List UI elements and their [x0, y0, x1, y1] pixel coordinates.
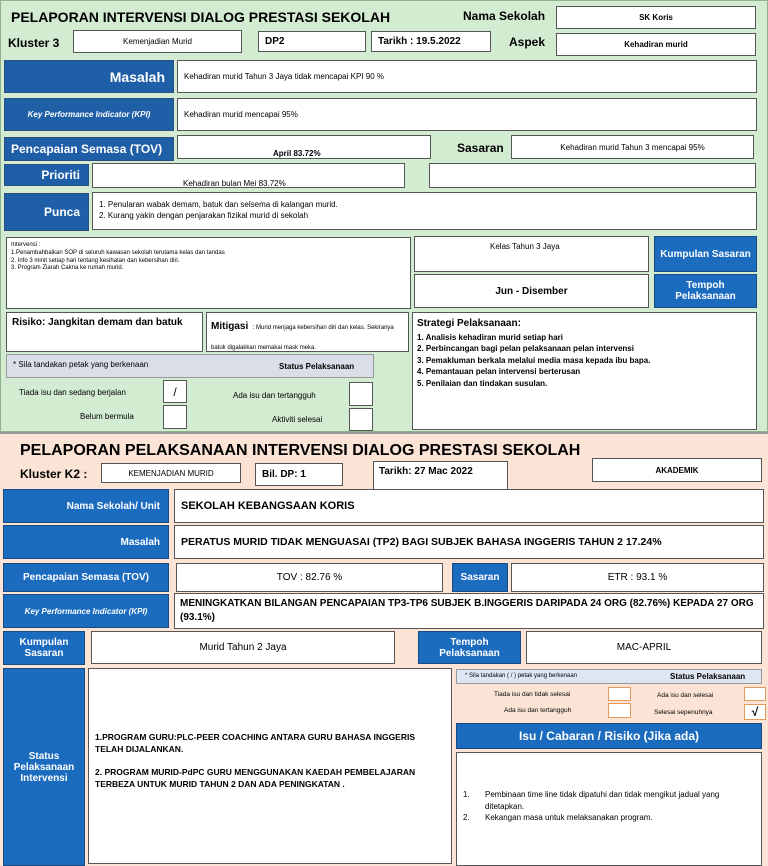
- strategy-field[interactable]: Strategi Pelaksanaan: 1. Analisis kehadi…: [412, 312, 757, 430]
- form2-kpi-field[interactable]: MENINGKATKAN BILANGAN PENCAPAIAN TP3-TP6…: [174, 593, 764, 629]
- cause-label: Punca: [4, 193, 89, 231]
- form2-status-item: 1.PROGRAM GURU:PLC-PEER COACHING ANTARA …: [95, 732, 416, 755]
- option-no-issue-checkbox[interactable]: /: [163, 380, 187, 403]
- option-completed-label: Aktiviti selesai: [272, 415, 323, 424]
- priority-extra-field[interactable]: [429, 163, 756, 188]
- mitigation-field[interactable]: Mitigasi : Murid menjaga kebersihan diri…: [206, 312, 409, 352]
- school-name-label: Nama Sekolah: [463, 9, 546, 23]
- form-title: PELAPORAN INTERVENSI DIALOG PRESTASI SEK…: [11, 9, 391, 25]
- status-label: Status Pelaksanaan: [279, 362, 355, 371]
- intervention-field[interactable]: Intervensi : 1.Penambahbaikan SOP di sel…: [6, 237, 411, 309]
- date-field[interactable]: Tarikh : 19.5.2022: [371, 31, 491, 52]
- form2-option-resolved-checkbox[interactable]: [744, 687, 766, 701]
- implementation-form-panel: PELAPORAN PELAKSANAAN INTERVENSI DIALOG …: [0, 432, 768, 866]
- target-field[interactable]: Kehadiran murid Tahun 3 mencapai 95%: [511, 135, 754, 159]
- target-group-field[interactable]: Kelas Tahun 3 Jaya: [414, 236, 649, 272]
- form2-option-no-issue-checkbox[interactable]: [608, 687, 631, 701]
- target-group-label: Kumpulan Sasaran: [654, 236, 757, 272]
- dp-field[interactable]: DP2: [258, 31, 366, 52]
- form2-date-value: Tarikh: 27 Mac 2022: [379, 466, 473, 477]
- option-no-issue-label: Tiada isu dan sedang berjalan: [19, 388, 126, 397]
- tov-label: Pencapaian Semasa (TOV): [4, 137, 174, 161]
- cause-item: 1. Penularan wabak demam, batuk dan sels…: [99, 200, 338, 209]
- form2-option-complete-checkbox[interactable]: √: [744, 704, 766, 720]
- kpi-field[interactable]: Kehadiran murid mencapai 95%: [177, 98, 757, 131]
- option-issue-delayed-checkbox[interactable]: [349, 382, 373, 406]
- form2-option-resolved-label: Ada isu dan selesai: [657, 692, 714, 699]
- form2-dp-field[interactable]: Bil. DP: 1: [255, 463, 343, 486]
- strategy-item: 4. Pemantauan pelan intervensi berterusa…: [417, 367, 581, 377]
- problem-label: Masalah: [4, 60, 174, 93]
- priority-value: Kehadiran bulan Mei 83.72%: [183, 179, 286, 188]
- option-not-started-checkbox[interactable]: [163, 405, 187, 429]
- cause-item: 2. Kurang yakin dengan penjarakan fizika…: [99, 211, 309, 221]
- form2-school-field[interactable]: SEKOLAH KEBANGSAAN KORIS: [174, 489, 764, 523]
- target-label: Sasaran: [457, 141, 504, 155]
- form2-option-delayed-label: Ada isu dan tertangguh: [504, 707, 572, 714]
- strategy-item: 2. Perbincangan bagi pelan pelaksanaan p…: [417, 344, 634, 354]
- form2-problem-field[interactable]: PERATUS MURID TIDAK MENGUASAI (TP2) BAGI…: [174, 525, 764, 559]
- option-not-started-label: Belum bermula: [80, 412, 134, 421]
- form2-issue-field[interactable]: 1. Pembinaan time line tidak dipatuhi da…: [456, 752, 762, 866]
- form2-title: PELAPORAN PELAKSANAAN INTERVENSI DIALOG …: [20, 442, 581, 459]
- target-group-value: Kelas Tahun 3 Jaya: [490, 242, 560, 251]
- form2-tov-field[interactable]: TOV : 82.76 %: [176, 563, 443, 592]
- intervention-form-panel: PELAPORAN INTERVENSI DIALOG PRESTASI SEK…: [0, 0, 768, 432]
- form2-target-group-field[interactable]: Murid Tahun 2 Jaya: [91, 631, 395, 664]
- period-field[interactable]: Jun - Disember: [414, 274, 649, 308]
- problem-field[interactable]: Kehadiran murid Tahun 3 Jaya tidak menca…: [177, 60, 757, 93]
- priority-label: Prioriti: [4, 164, 89, 186]
- cluster-label: Kluster 3: [8, 36, 60, 50]
- tov-field[interactable]: April 83.72%: [177, 135, 431, 159]
- form2-option-complete-label: Selesai sepenuhnya: [654, 709, 713, 716]
- form2-issue-item: 1. Pembinaan time line tidak dipatuhi da…: [463, 790, 720, 811]
- tov-value: April 83.72%: [273, 149, 321, 158]
- mitigation-text: : Murid menjaga kebersihan diri dan kela…: [211, 325, 394, 351]
- strategy-item: 1. Analisis kehadiran murid setiap hari: [417, 332, 563, 342]
- form2-option-delayed-checkbox[interactable]: [608, 703, 631, 718]
- form2-target-group-label: Kumpulan Sasaran: [3, 631, 85, 665]
- aspect-label: Aspek: [509, 35, 546, 49]
- strategy-title: Strategi Pelaksanaan:: [417, 318, 521, 329]
- form2-school-label: Nama Sekolah/ Unit: [3, 489, 169, 523]
- form2-status-header-bar: * Sila tandakan ( / ) petak yang berkena…: [456, 669, 762, 684]
- status-header-bar: * Sila tandakan petak yang berkenaan Sta…: [6, 354, 374, 378]
- form2-target-label: Sasaran: [452, 563, 508, 592]
- cluster-field[interactable]: Kemenjadian Murid: [73, 30, 242, 53]
- form2-status-pel-label: Status Pelaksanaan: [670, 672, 746, 681]
- form2-issue-label: Isu / Cabaran / Risiko (Jika ada): [456, 723, 762, 749]
- form2-status-item: 2. PROGRAM MURID-PdPC GURU MENGGUNAKAN K…: [95, 766, 416, 789]
- form2-kpi-label: Key Performance Indicator (KPI): [3, 594, 169, 628]
- form2-target-field[interactable]: ETR : 93.1 %: [511, 563, 764, 592]
- strategy-item: 5. Penilaian dan tindakan susulan.: [417, 378, 548, 388]
- form2-status-label: Status Pelaksanaan Intervensi: [3, 668, 85, 866]
- school-name-field[interactable]: SK Koris: [556, 6, 756, 29]
- form2-issue-item: 2. Kekangan masa untuk melaksanakan prog…: [463, 813, 653, 823]
- kpi-label: Key Performance Indicator (KPI): [4, 98, 174, 131]
- form2-status-instruction: * Sila tandakan ( / ) petak yang berkena…: [465, 673, 578, 679]
- strategy-item: 3. Pemakluman berkala melalui media masa…: [417, 355, 651, 365]
- form2-tov-label: Pencapaian Semasa (TOV): [3, 563, 169, 592]
- form2-status-field[interactable]: 1.PROGRAM GURU:PLC-PEER COACHING ANTARA …: [88, 668, 452, 864]
- option-issue-delayed-label: Ada isu dan tertangguh: [233, 391, 316, 400]
- option-completed-checkbox[interactable]: [349, 408, 373, 431]
- form2-cluster-field[interactable]: KEMENJADIAN MURID: [101, 463, 241, 483]
- risk-field[interactable]: Risiko: Jangkitan demam dan batuk: [6, 312, 203, 352]
- form2-period-label: Tempoh Pelaksanaan: [418, 631, 521, 664]
- form2-period-field[interactable]: MAC-APRIL: [526, 631, 762, 664]
- form2-aspect-field[interactable]: AKADEMIK: [592, 458, 762, 482]
- period-label: Tempoh Pelaksanaan: [654, 274, 757, 308]
- form2-cluster-label: Kluster K2 :: [20, 467, 88, 481]
- mitigation-label: Mitigasi: [211, 321, 249, 332]
- status-instruction: * Sila tandakan petak yang berkenaan: [13, 360, 149, 369]
- priority-field[interactable]: Kehadiran bulan Mei 83.72%: [92, 163, 405, 188]
- aspect-field[interactable]: Kehadiran murid: [556, 33, 756, 56]
- form2-problem-label: Masalah: [3, 525, 169, 559]
- form2-option-no-issue-label: Tiada isu dan tidak selesai: [494, 691, 571, 698]
- cause-field[interactable]: 1. Penularan wabak demam, batuk dan sels…: [92, 192, 757, 230]
